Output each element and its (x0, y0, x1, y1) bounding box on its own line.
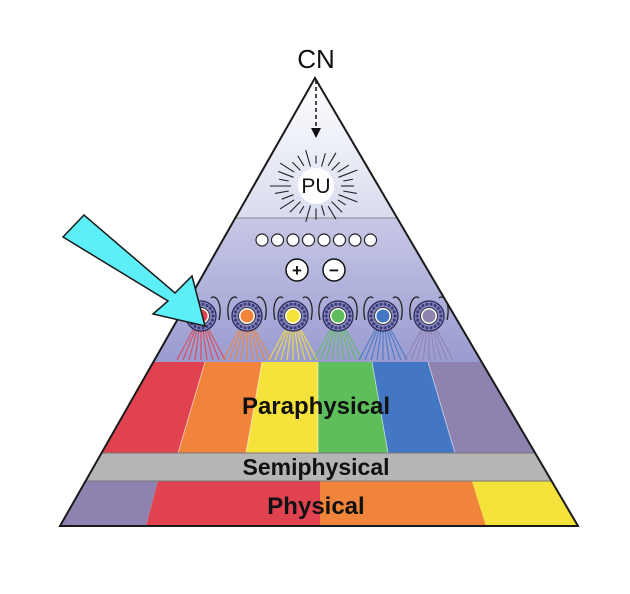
receptor-node-yellow (273, 296, 313, 332)
receptor-node-orange (227, 296, 267, 332)
small-circle (348, 233, 362, 247)
semiphysical-band (60, 452, 578, 482)
receptor-node-blue (363, 296, 403, 332)
node-rays (176, 329, 454, 361)
pu-sunburst-icon (270, 149, 358, 223)
node-core (331, 309, 345, 323)
physical-band-orange (320, 481, 486, 526)
small-circles-row (255, 233, 378, 247)
receptor-node-purple (409, 296, 449, 332)
paraphysical-band-yellow (246, 362, 318, 453)
receptor-nodes (181, 296, 449, 332)
paraphysical-band-green (318, 362, 388, 453)
small-circle (332, 233, 347, 247)
pointer-arrow-icon (61, 213, 207, 328)
paraphysical-label: Paraphysical (242, 393, 390, 420)
svg-text:−: − (329, 261, 339, 280)
node-core (376, 309, 390, 323)
semiphysical-label: Semiphysical (242, 454, 389, 480)
node-core (240, 309, 254, 323)
physical-label: Physical (267, 493, 364, 520)
node-core (422, 309, 436, 323)
pu-label: PU (301, 175, 330, 198)
node-core (286, 309, 300, 323)
small-circle (301, 233, 316, 247)
receptor-node-green (318, 296, 358, 332)
paraphysical-band-red (60, 362, 205, 453)
apex-label-cn: CN (297, 44, 335, 74)
cn-to-pu-arrow (311, 80, 321, 138)
paraphysical-band-orange (178, 362, 262, 453)
small-circle (255, 233, 269, 247)
plus-symbol: + (285, 258, 309, 282)
physical-bands (60, 480, 578, 526)
small-circle (286, 233, 300, 247)
physical-band-red (146, 481, 320, 526)
physical-band-yellow (472, 481, 578, 526)
physical-band-purple (60, 481, 158, 526)
svg-text:+: + (292, 261, 302, 280)
small-circle (317, 233, 331, 247)
small-circle (270, 233, 285, 247)
minus-symbol: − (322, 258, 346, 282)
small-circle (363, 233, 378, 247)
